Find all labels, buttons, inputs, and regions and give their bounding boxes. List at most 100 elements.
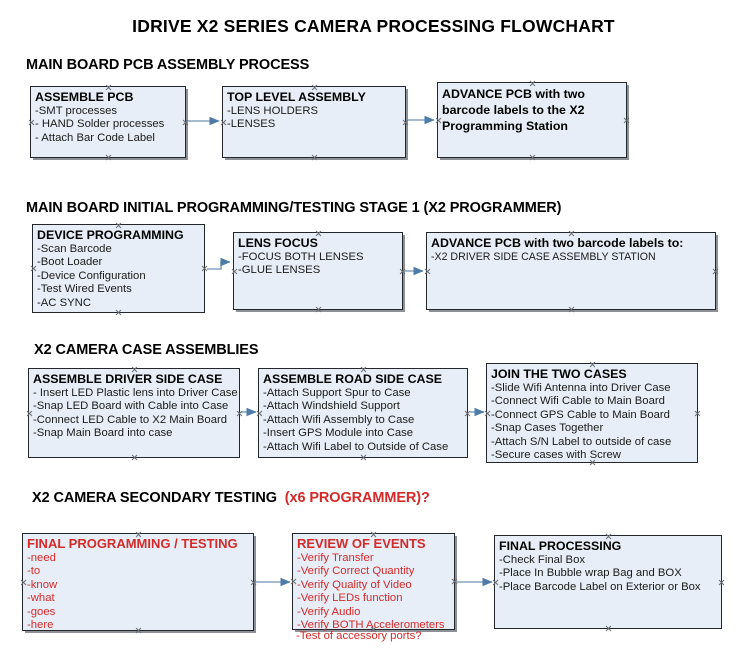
connection-handle-bottom[interactable] — [311, 154, 318, 161]
node-line: -here — [27, 619, 54, 632]
connection-handle-right[interactable] — [399, 268, 406, 275]
node-line: -Connect LED Cable to X2 Main Board — [33, 413, 228, 426]
node-assemble-road-side-case[interactable]: ASSEMBLE ROAD SIDE CASE -Attach Support … — [258, 368, 468, 458]
connection-handle-right[interactable] — [236, 410, 243, 417]
connection-handle-right[interactable] — [694, 410, 701, 417]
node-line: -Place Barcode Label on Exterior or Box — [499, 580, 701, 593]
connection-handle-bottom[interactable] — [131, 454, 138, 461]
connection-handle-left[interactable] — [231, 268, 238, 275]
node-title: LENS FOCUS — [238, 236, 318, 250]
connection-handle-top[interactable] — [131, 366, 138, 373]
section-title-text: MAIN BOARD INITIAL PROGRAMMING/TESTING S… — [26, 200, 562, 216]
node-top-level-assembly[interactable]: TOP LEVEL ASSEMBLY -LENS HOLDERS -LENSES — [222, 86, 406, 158]
node-final-processing[interactable]: FINAL PROCESSING -Check Final Box -Place… — [494, 535, 722, 629]
connection-handle-bottom[interactable] — [105, 154, 112, 161]
node-line: - HAND Solder processes — [35, 118, 165, 131]
section-title-accent: (x6 PROGRAMMER)? — [284, 490, 430, 506]
node-line: -Test Wired Events — [37, 283, 132, 296]
connection-handle-right[interactable] — [712, 268, 719, 275]
node-line: -FOCUS BOTH LENSES — [238, 251, 364, 263]
node-line: -Verify Audio — [297, 605, 361, 618]
node-final-programming-testing[interactable]: FINAL PROGRAMMING / TESTING -need -to -k… — [22, 533, 254, 631]
node-assemble-pcb[interactable]: ASSEMBLE PCB -SMT processes - HAND Solde… — [30, 86, 186, 158]
connection-handle-bottom[interactable] — [605, 625, 612, 632]
connection-handle-right[interactable] — [201, 265, 208, 272]
connection-handle-top[interactable] — [370, 531, 377, 538]
node-join-the-two-cases[interactable]: JOIN THE TWO CASES -Slide Wifi Antenna i… — [486, 363, 698, 463]
connection-handle-left[interactable] — [492, 579, 499, 586]
connection-handle-top[interactable] — [311, 84, 318, 91]
node-line: -Snap Cases Together — [491, 422, 604, 435]
connection-handle-top[interactable] — [568, 230, 575, 237]
node-line: -GLUE LENSES — [238, 264, 321, 277]
node-line: -AC SYNC — [37, 296, 91, 309]
connection-handle-right[interactable] — [718, 579, 725, 586]
connection-handle-bottom[interactable] — [315, 306, 322, 313]
node-line: -Snap Main Board into case — [33, 427, 173, 440]
node-line: -Attach Wifi Assembly to Case — [263, 413, 415, 426]
connection-handle-left[interactable] — [20, 579, 27, 586]
node-title: ADVANCE PCB with two barcode labels to: — [431, 236, 684, 250]
node-device-programming[interactable]: DEVICE PROGRAMMING -Scan Barcode -Boot L… — [32, 224, 205, 313]
connection-handle-left[interactable] — [435, 117, 442, 124]
node-assemble-driver-side-case[interactable]: ASSEMBLE DRIVER SIDE CASE - Insert LED P… — [28, 368, 240, 458]
connection-handle-left[interactable] — [220, 119, 227, 126]
node-title: FINAL PROCESSING — [499, 539, 622, 553]
node-review-of-events[interactable]: REVIEW OF EVENTS -Verify Transfer -Verif… — [290, 531, 458, 631]
connection-handle-top[interactable] — [605, 533, 612, 540]
connection-handle-right[interactable] — [402, 119, 409, 126]
connection-handle-bottom[interactable] — [135, 627, 142, 634]
node-title: TOP LEVEL ASSEMBLY — [227, 90, 366, 104]
section-title-main-board-pcb-assembly: MAIN BOARD PCB ASSEMBLY PROCESS — [26, 57, 309, 73]
node-line: -need — [27, 552, 56, 564]
node-review-of-events-overflow-line: -Test of accessory ports? — [296, 630, 422, 642]
node-line: -X2 DRIVER SIDE CASE ASSEMBLY STATION — [431, 251, 656, 263]
section-title-x2-camera-case-assemblies: X2 CAMERA CASE ASSEMBLIES — [34, 342, 259, 358]
connection-handle-left[interactable] — [26, 410, 33, 417]
connection-handle-top[interactable] — [315, 230, 322, 237]
connection-handle-top[interactable] — [135, 531, 142, 538]
section-title-text: X2 CAMERA SECONDARY TESTING — [32, 490, 277, 506]
connection-handle-right[interactable] — [623, 117, 630, 124]
node-lens-focus[interactable]: LENS FOCUS -FOCUS BOTH LENSES -GLUE LENS… — [233, 232, 403, 310]
node-line: -to — [27, 565, 41, 578]
connection-handle-right[interactable] — [250, 579, 257, 586]
page-title: IDRIVE X2 SERIES CAMERA PROCESSING FLOWC… — [132, 16, 615, 36]
connection-handle-left[interactable] — [290, 578, 297, 585]
connection-handle-bottom[interactable] — [529, 154, 536, 161]
node-title: REVIEW OF EVENTS — [297, 536, 426, 551]
connection-handle-top[interactable] — [115, 222, 122, 229]
node-line: -Insert GPS Module into Case — [263, 427, 414, 440]
node-line: - Insert LED Plastic lens into Driver Ca… — [33, 387, 238, 399]
connection-handle-right[interactable] — [464, 410, 471, 417]
node-advance-pcb-to-x2-programming-station[interactable]: ADVANCE PCB with two barcode labels to t… — [437, 82, 627, 158]
node-line: -LENS HOLDERS — [227, 105, 319, 117]
connection-handle-bottom[interactable] — [360, 454, 367, 461]
connection-handle-left[interactable] — [424, 268, 431, 275]
connection-handle-left[interactable] — [28, 119, 35, 126]
node-line: -LENSES — [227, 118, 276, 131]
connection-handle-left[interactable] — [256, 410, 263, 417]
node-line: -Verify Transfer — [297, 552, 374, 564]
connection-handle-top[interactable] — [589, 361, 596, 368]
connection-handle-right[interactable] — [451, 578, 458, 585]
node-line: -Verify Correct Quantity — [297, 565, 415, 578]
node-line: -Slide Wifi Antenna into Driver Case — [491, 382, 671, 394]
node-line: -Verify LEDs function — [297, 592, 403, 605]
connection-handle-top[interactable] — [529, 80, 536, 87]
node-line: -Scan Barcode — [37, 243, 112, 255]
connection-handle-bottom[interactable] — [115, 309, 122, 316]
node-line: -Verify Quality of Video — [297, 578, 412, 591]
node-line: -SMT processes — [35, 105, 118, 117]
connection-handle-left[interactable] — [30, 265, 37, 272]
connection-handle-bottom[interactable] — [589, 459, 596, 466]
connection-handle-right[interactable] — [182, 119, 189, 126]
connection-handle-bottom[interactable] — [568, 306, 575, 313]
connection-handle-top[interactable] — [105, 84, 112, 91]
node-title: JOIN THE TWO CASES — [491, 367, 627, 381]
node-advance-pcb-to-driver-side-case-assembly[interactable]: ADVANCE PCB with two barcode labels to: … — [426, 232, 716, 310]
connection-handle-left[interactable] — [484, 410, 491, 417]
node-line: -Boot Loader — [37, 256, 103, 269]
connector-device-programming-to-lens-focus — [207, 257, 231, 270]
connection-handle-top[interactable] — [360, 366, 367, 373]
